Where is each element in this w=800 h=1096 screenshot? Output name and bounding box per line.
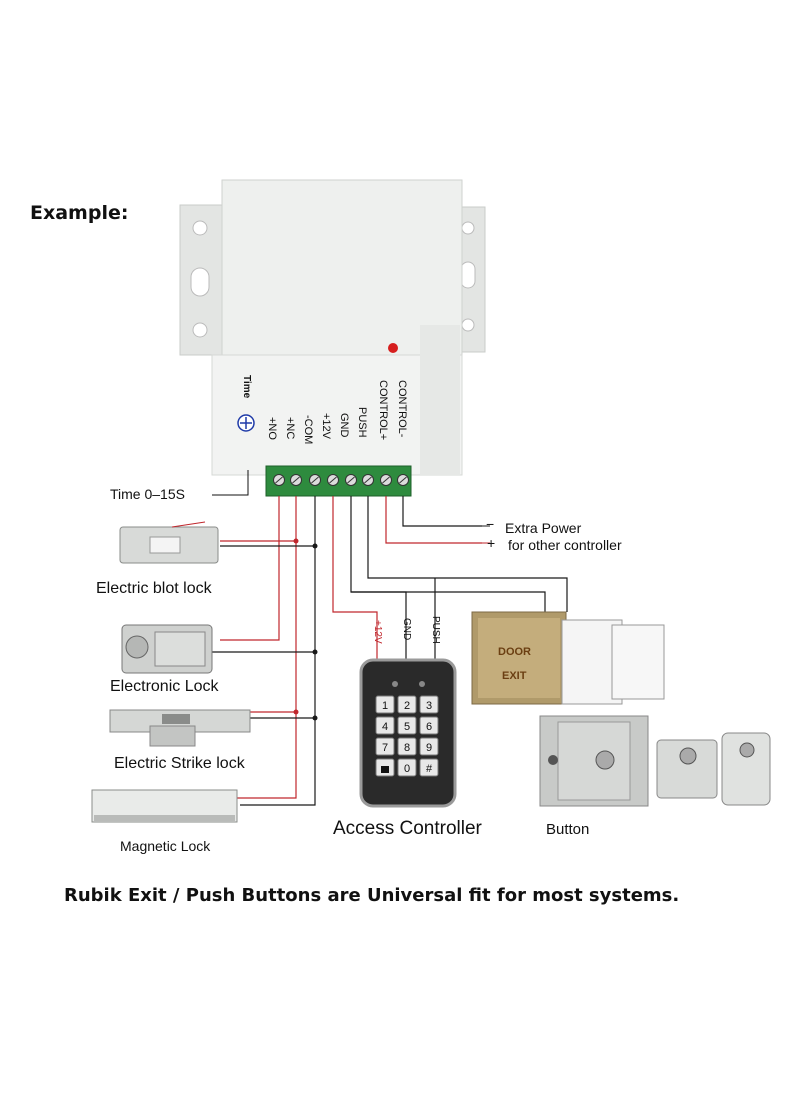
keypad-key-2	[397, 695, 417, 714]
heading: Example:	[30, 202, 129, 224]
terminal-label-control-minus: CONTROL-	[396, 380, 408, 438]
exit-button-steel-plate	[539, 715, 649, 807]
electronic-lock-image	[121, 624, 213, 674]
keypad-key-label: 4	[382, 721, 388, 733]
gold-button-door-text: DOOR	[498, 646, 531, 658]
keypad-key-label: #	[426, 763, 433, 775]
wires	[212, 496, 568, 806]
keypad-key-9	[419, 737, 439, 756]
access-controller-keypad: 1 2 3 4 5 6 7 8 9 0 #	[359, 658, 457, 808]
keypad-key-8	[397, 737, 417, 756]
exit-button-small-square	[656, 739, 718, 799]
keypad-key-label: 2	[404, 700, 410, 712]
magnetic-lock-image	[91, 789, 238, 823]
terminal-label-com: -COM	[302, 415, 314, 445]
keypad-key-6	[419, 716, 439, 735]
keypad-key-4	[375, 716, 395, 735]
terminal-label-no: +NO	[266, 417, 278, 440]
lock-label-strike: Electric Strike lock	[114, 755, 245, 772]
keypad-key-0	[397, 758, 417, 777]
button-label: Button	[546, 821, 590, 838]
power-supply-unit	[179, 179, 486, 497]
keypad-key-label: 5	[404, 721, 410, 733]
lock-label-bolt: Electric blot lock	[96, 580, 212, 597]
terminal-label-push: PUSH	[356, 407, 368, 438]
exit-button-gold	[471, 611, 567, 705]
keypad-key-5	[397, 716, 417, 735]
access-controller-label: Access Controller	[333, 818, 482, 839]
terminal-label-12v: +12V	[320, 413, 332, 439]
keypad-key-1	[375, 695, 395, 714]
extra-power-plus: +	[487, 535, 496, 551]
controller-wire-12v: +12V	[372, 620, 383, 644]
time-range-label: Time 0–15S	[110, 486, 185, 502]
exit-button-narrow	[721, 732, 771, 806]
controller-wire-push: PUSH	[430, 616, 441, 644]
lock-label-magnetic: Magnetic Lock	[120, 838, 211, 854]
keypad-key-label: 3	[426, 700, 432, 712]
terminal-label-nc: +NC	[284, 417, 296, 440]
keypad-key-label: 6	[426, 721, 432, 733]
exit-button-white-2	[611, 624, 665, 700]
keypad-key-label: 8	[404, 742, 410, 754]
keypad-key-7	[375, 737, 395, 756]
lock-label-electronic: Electronic Lock	[110, 678, 219, 695]
footer-caption: Rubik Exit / Push Buttons are Universal …	[64, 885, 680, 906]
keypad-key-3	[419, 695, 439, 714]
keypad-key-label: 0	[404, 763, 410, 775]
electric-strike-lock-image	[109, 709, 251, 747]
lock-icon	[381, 766, 389, 773]
electric-bolt-lock-image	[119, 521, 219, 564]
time-label: Time	[241, 375, 252, 399]
terminal-label-control-plus: CONTROL+	[377, 380, 389, 441]
keypad-key-label: 9	[426, 742, 432, 754]
keypad-key-label: 7	[382, 742, 388, 754]
gold-button-exit-text: EXIT	[502, 670, 527, 682]
keypad-key-#	[419, 758, 439, 777]
terminal-label-gnd: GND	[338, 413, 350, 438]
other-controller-label: for other controller	[508, 537, 622, 553]
keypad-key-label: 1	[382, 700, 388, 712]
controller-wire-gnd: GND	[401, 618, 412, 641]
extra-power-minus: −	[486, 516, 495, 532]
status-led	[388, 343, 398, 353]
extra-power-label: Extra Power	[505, 520, 582, 536]
